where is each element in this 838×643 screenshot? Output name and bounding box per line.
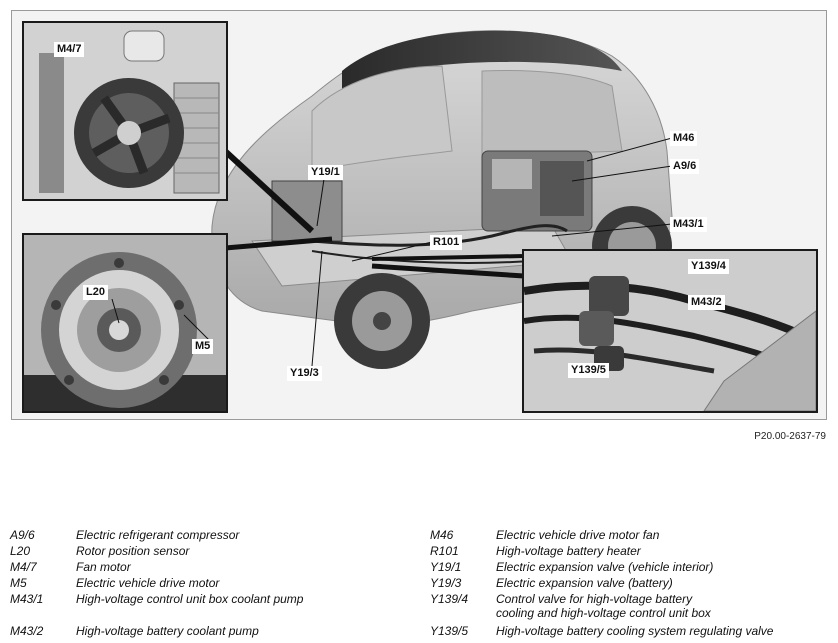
legend-description: High-voltage control unit box coolant pu…	[76, 592, 304, 606]
legend-code: M5	[10, 576, 27, 590]
callout-m5: M5	[192, 339, 214, 354]
callout-y19-1: Y19/1	[308, 165, 343, 180]
inset-drive-motor	[22, 233, 228, 413]
legend-description: Fan motor	[76, 560, 131, 574]
component-figure: M4/7 Y19/1 M46 A9/6 M43/1 R101 L20 M5 Y1…	[11, 10, 827, 420]
legend-description: Electric vehicle drive motor fan	[496, 528, 660, 542]
legend-description: High-voltage battery cooling system regu…	[496, 624, 774, 638]
callout-m43-2: M43/2	[688, 295, 725, 310]
legend-code: Y139/4	[430, 592, 469, 606]
legend-row: L20 Rotor position sensor	[10, 544, 410, 558]
legend-code: M43/2	[10, 624, 44, 638]
legend-row: Y139/4 Control valve for high-voltage ba…	[430, 592, 730, 620]
legend-row: Y19/1 Electric expansion valve (vehicle …	[430, 560, 820, 574]
legend-row: M46 Electric vehicle drive motor fan	[430, 528, 820, 542]
callout-m46: M46	[670, 131, 698, 146]
legend-description: High-voltage battery heater	[496, 544, 641, 558]
legend-code: M46	[430, 528, 454, 542]
legend-code: R101	[430, 544, 459, 558]
legend-code: L20	[10, 544, 31, 558]
callout-y139-5: Y139/5	[568, 363, 609, 378]
legend-code: Y19/3	[430, 576, 462, 590]
legend-description: Rotor position sensor	[76, 544, 190, 558]
legend-row: Y139/5 High-voltage battery cooling syst…	[430, 624, 820, 638]
callout-m43-1: M43/1	[670, 217, 707, 232]
legend-description: Electric expansion valve (battery)	[496, 576, 673, 590]
inset-pumps-valves	[522, 249, 818, 413]
drive-motor-illustration	[24, 235, 226, 411]
legend-description: Control valve for high-voltage battery c…	[496, 592, 711, 620]
legend-column-left: A9/6 Electric refrigerant compressor L20…	[10, 528, 410, 640]
legend-description: Electric vehicle drive motor	[76, 576, 220, 590]
legend-description: Electric expansion valve (vehicle interi…	[496, 560, 714, 574]
pumps-valves-illustration	[524, 251, 816, 411]
figure-reference: P20.00-2637-79	[754, 431, 826, 442]
callout-y19-3: Y19/3	[287, 366, 322, 381]
legend-code: Y139/5	[430, 624, 469, 638]
legend-code: Y19/1	[430, 560, 462, 574]
legend-description: Electric refrigerant compressor	[76, 528, 240, 542]
callout-y139-4: Y139/4	[688, 259, 729, 274]
legend-row: R101 High-voltage battery heater	[430, 544, 820, 558]
callout-l20: L20	[83, 285, 108, 300]
inset-fan-radiator	[22, 21, 228, 201]
legend-row: M5 Electric vehicle drive motor	[10, 576, 410, 590]
legend-row: M43/1 High-voltage control unit box cool…	[10, 592, 410, 606]
callout-a9-6: A9/6	[670, 159, 700, 174]
callout-m4-7: M4/7	[54, 42, 85, 57]
callout-r101: R101	[430, 235, 463, 250]
legend-row: M4/7 Fan motor	[10, 560, 410, 574]
legend-column-right: M46 Electric vehicle drive motor fan R10…	[430, 528, 820, 640]
legend-code: M43/1	[10, 592, 44, 606]
legend-code: A9/6	[10, 528, 35, 542]
legend-row: A9/6 Electric refrigerant compressor	[10, 528, 410, 542]
legend-row: M43/2 High-voltage battery coolant pump	[10, 624, 410, 638]
legend-code: M4/7	[10, 560, 37, 574]
legend-row: Y19/3 Electric expansion valve (battery)	[430, 576, 820, 590]
legend-description: High-voltage battery coolant pump	[76, 624, 259, 638]
